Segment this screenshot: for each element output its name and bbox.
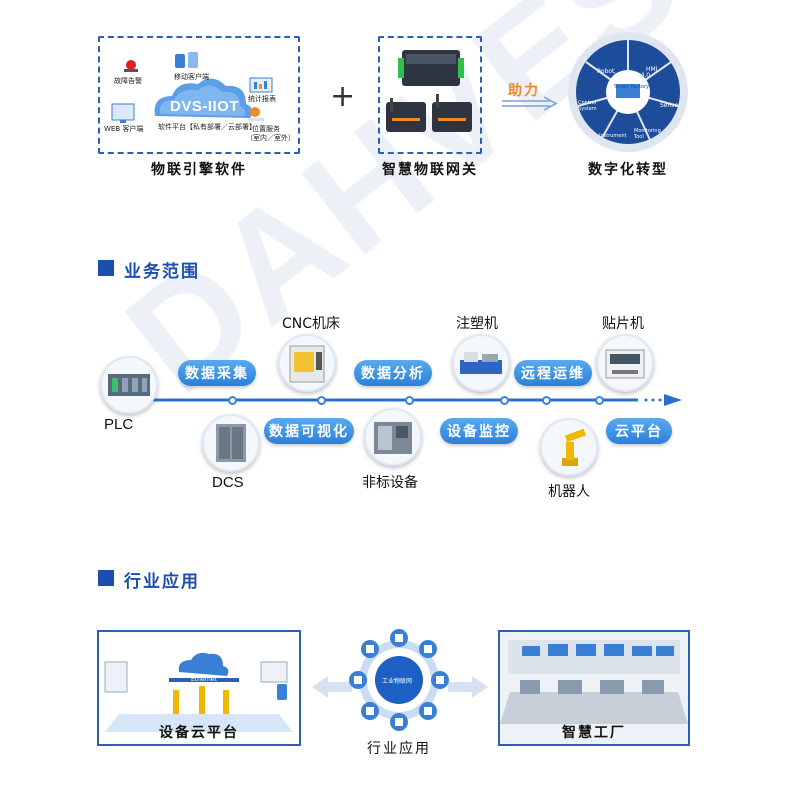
assist-label: 助力	[508, 83, 540, 99]
node-cnc-label: CNC机床	[282, 316, 341, 332]
cloud-platform-illustration	[111, 52, 273, 123]
node-nonstd-image	[364, 408, 422, 466]
node-smt-label: 贴片机	[602, 316, 644, 332]
gateway-caption: 智慧物联网关	[382, 162, 478, 178]
dvs-logo: DVS-IIOT	[170, 98, 240, 115]
wheel-segment-instrument: Instrument	[599, 133, 627, 139]
node-plc-label: PLC	[104, 416, 134, 433]
arrow-right-icon	[502, 96, 558, 111]
smart-factory-caption: 智慧工厂	[562, 725, 626, 741]
arrow-right-icon-2	[448, 676, 488, 698]
robot-arm-icon	[562, 428, 587, 466]
label-mobile-client: 移动客户端	[174, 73, 209, 81]
non-standard-equipment-icon	[374, 422, 412, 454]
timeline-dot-6	[595, 396, 604, 405]
wheel-segment-robot: Robot	[597, 68, 615, 75]
node-robot-label: 机器人	[548, 484, 590, 500]
node-smt-image	[596, 334, 654, 392]
section-title-business: 业务范围	[124, 262, 200, 282]
gateway-devices-illustration	[386, 50, 472, 132]
pill-remote-ops: 远程运维	[514, 360, 592, 386]
node-cnc-image	[278, 334, 336, 392]
wheel-segment-monitoring: Monitoring Tool	[634, 128, 661, 140]
node-robot-image	[540, 418, 598, 476]
device-cloud-illustration	[104, 652, 293, 732]
wheel-segment-sensor: Sensor	[660, 102, 681, 109]
node-injection-image	[452, 334, 510, 392]
node-plc-image	[100, 356, 158, 414]
pill-device-monitoring: 设备监控	[440, 418, 518, 444]
node-injection-label: 注塑机	[456, 316, 498, 332]
timeline-dot-3	[405, 396, 414, 405]
node-nonstd-label: 非标设备	[362, 475, 418, 491]
industry-center-caption: 行业应用	[367, 741, 431, 757]
cnc-machine-icon	[289, 345, 325, 383]
plc-icon	[108, 374, 150, 396]
node-dcs-image	[202, 414, 260, 472]
timeline-dot-5	[542, 396, 551, 405]
wheel-segment-control: Control System	[578, 100, 597, 112]
arrow-left-icon	[312, 676, 352, 698]
wheel-segment-hmi: HMI	[646, 66, 658, 73]
smart-factory-illustration	[500, 632, 688, 744]
wheel-segment-industry: Industry 4.0	[614, 72, 651, 79]
device-cloud-caption: 设备云平台	[159, 725, 239, 741]
smart-factory-box: 智慧工厂	[498, 630, 690, 746]
pill-data-visualization: 数据可视化	[264, 418, 354, 444]
pill-data-analysis: 数据分析	[354, 360, 432, 386]
section-title-industry: 行业应用	[124, 572, 200, 592]
section-marker-business	[98, 260, 114, 276]
timeline-dot-1	[228, 396, 237, 405]
software-box: 故障告警 移动客户端 统计报表 WEB 客户端 DVS-IIOT 软件平台【私有…	[98, 36, 300, 154]
injection-molding-icon	[460, 352, 502, 374]
dvs-logo-sub: 软件平台【私有部署／云部署】	[158, 123, 256, 131]
label-fault-alarm: 故障告警	[114, 77, 142, 85]
label-stats-report: 统计报表	[248, 95, 276, 103]
node-dcs-label: DCS	[212, 474, 244, 491]
software-caption: 物联引擎软件	[151, 162, 247, 178]
pill-data-collection: 数据采集	[178, 360, 256, 386]
dcs-cabinet-icon	[216, 424, 246, 462]
digital-caption: 数字化转型	[588, 162, 668, 178]
gateway-box	[378, 36, 482, 154]
hub-label: 工业物联网	[382, 678, 413, 685]
timeline-dot-4	[500, 396, 509, 405]
label-web-client: WEB 客户端	[104, 125, 144, 133]
pill-cloud-platform: 云平台	[606, 418, 672, 444]
plus-sign: +	[330, 79, 356, 114]
timeline-dot-2	[317, 396, 326, 405]
label-ethernet: Ethernet	[191, 676, 217, 683]
device-cloud-box: Ethernet 设备云平台	[97, 630, 301, 746]
industry-hub	[349, 629, 449, 731]
label-location-sub: （室内／室外）	[246, 134, 295, 142]
label-location: 位置服务	[252, 125, 280, 133]
smt-machine-icon	[605, 349, 645, 379]
digital-transformation-wheel	[568, 32, 688, 152]
wheel-center-label: Smart Factory	[614, 84, 649, 90]
section-marker-industry	[98, 570, 114, 586]
